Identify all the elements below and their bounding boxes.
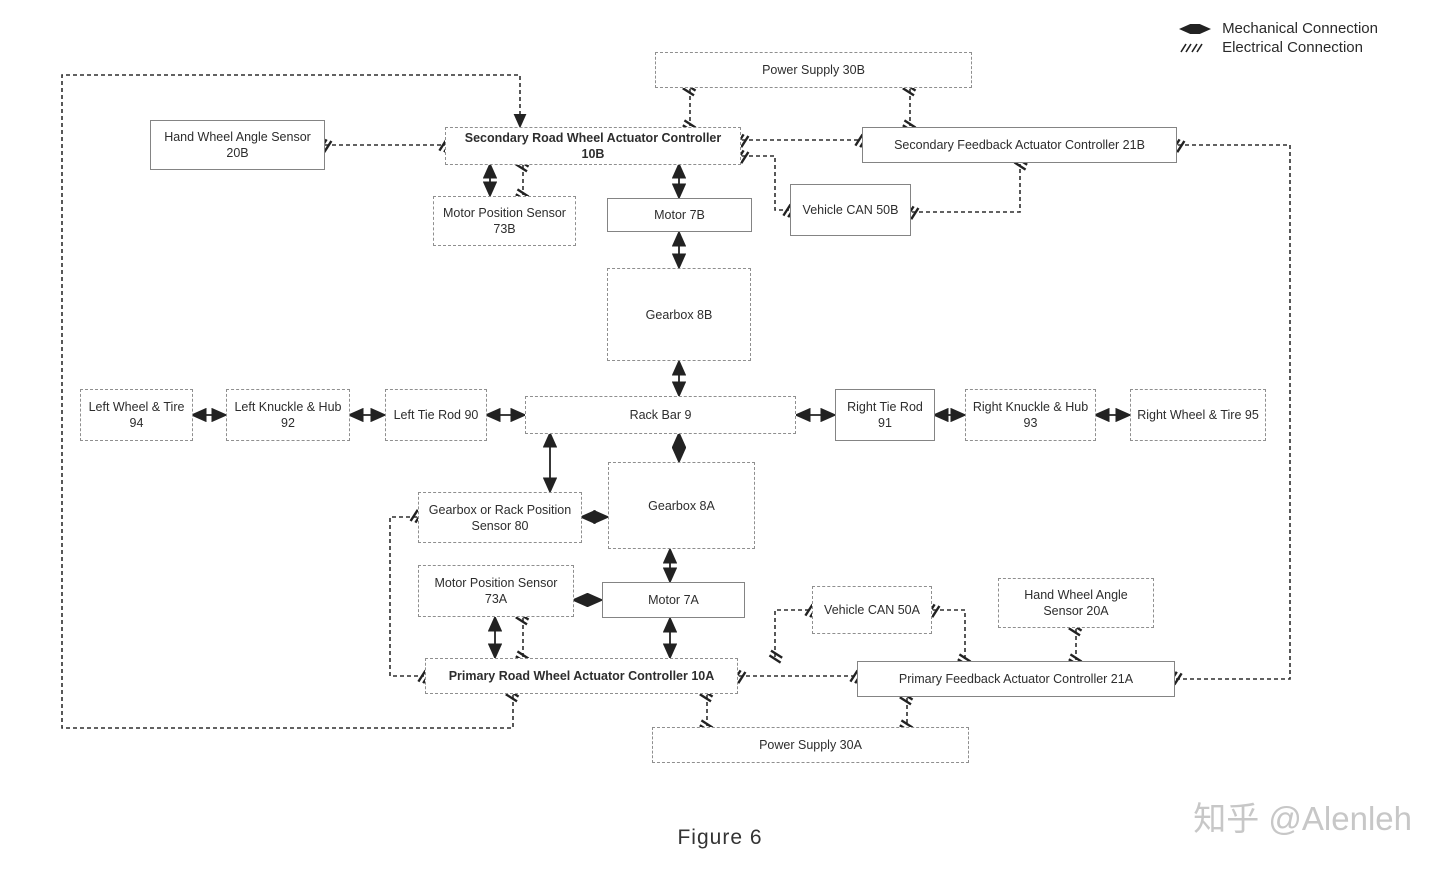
node-primary-road-wheel-actuator-controller-10a: Primary Road Wheel Actuator Controller 1… [425,658,738,694]
node-primary-feedback-actuator-controller-21a: Primary Feedback Actuator Controller 21A [857,661,1175,697]
node-right-tie-rod-91: Right Tie Rod 91 [835,389,935,441]
conn-80-10a-elec [389,509,432,684]
node-hand-wheel-angle-sensor-20b: Hand Wheel Angle Sensor 20B [150,120,325,170]
node-gearbox-8b: Gearbox 8B [607,268,751,361]
conn-10b-50b-elec [735,149,797,218]
node-rack-bar-9: Rack Bar 9 [525,396,796,434]
node-left-tie-rod-90: Left Tie Rod 90 [385,389,487,441]
node-motor-position-sensor-73b: Motor Position Sensor 73B [433,196,576,246]
node-motor-7a: Motor 7A [602,582,745,618]
legend-row-mechanical: Mechanical Connection [1176,20,1378,37]
electrical-arrow-icon [1180,43,1203,52]
legend-label-mechanical: Mechanical Connection [1222,20,1378,37]
node-left-knuckle-hub-92: Left Knuckle & Hub 92 [226,389,350,441]
node-motor-7b: Motor 7B [607,198,752,232]
node-gearbox-or-rack-position-sensor-80: Gearbox or Rack Position Sensor 80 [418,492,582,543]
node-power-supply-30b: Power Supply 30B [655,52,972,88]
node-secondary-road-wheel-actuator-controller-10b: Secondary Road Wheel Actuator Controller… [445,127,741,165]
conn-10a-10b-loop-elec [61,74,527,729]
watermark: 知乎 @Alenleh [1193,800,1412,837]
conn-50b-21b-elec [905,156,1028,220]
legend-row-electrical: Electrical Connection [1176,39,1378,56]
node-gearbox-8a: Gearbox 8A [608,462,755,549]
node-right-wheel-tire-95: Right Wheel & Tire 95 [1130,389,1266,441]
legend: Mechanical Connection Electrical Connect… [1176,20,1378,56]
node-power-supply-30a: Power Supply 30A [652,727,969,763]
node-vehicle-can-50a: Vehicle CAN 50A [812,586,932,634]
conn-21b-21a-loop-elec [1168,138,1291,686]
mechanical-arrow-icon [1179,23,1212,34]
legend-label-electrical: Electrical Connection [1222,39,1363,56]
conn-50a-21a-elec [926,603,972,668]
node-vehicle-can-50b: Vehicle CAN 50B [790,184,911,236]
node-hand-wheel-angle-sensor-20a: Hand Wheel Angle Sensor 20A [998,578,1154,628]
figure-caption: Figure 6 [677,826,763,849]
node-motor-position-sensor-73a: Motor Position Sensor 73A [418,565,574,617]
node-left-wheel-tire-94: Left Wheel & Tire 94 [80,389,193,441]
node-secondary-feedback-actuator-controller-21b: Secondary Feedback Actuator Controller 2… [862,127,1177,163]
node-right-knuckle-hub-93: Right Knuckle & Hub 93 [965,389,1096,441]
conn-10a-50a-elec [768,603,819,664]
